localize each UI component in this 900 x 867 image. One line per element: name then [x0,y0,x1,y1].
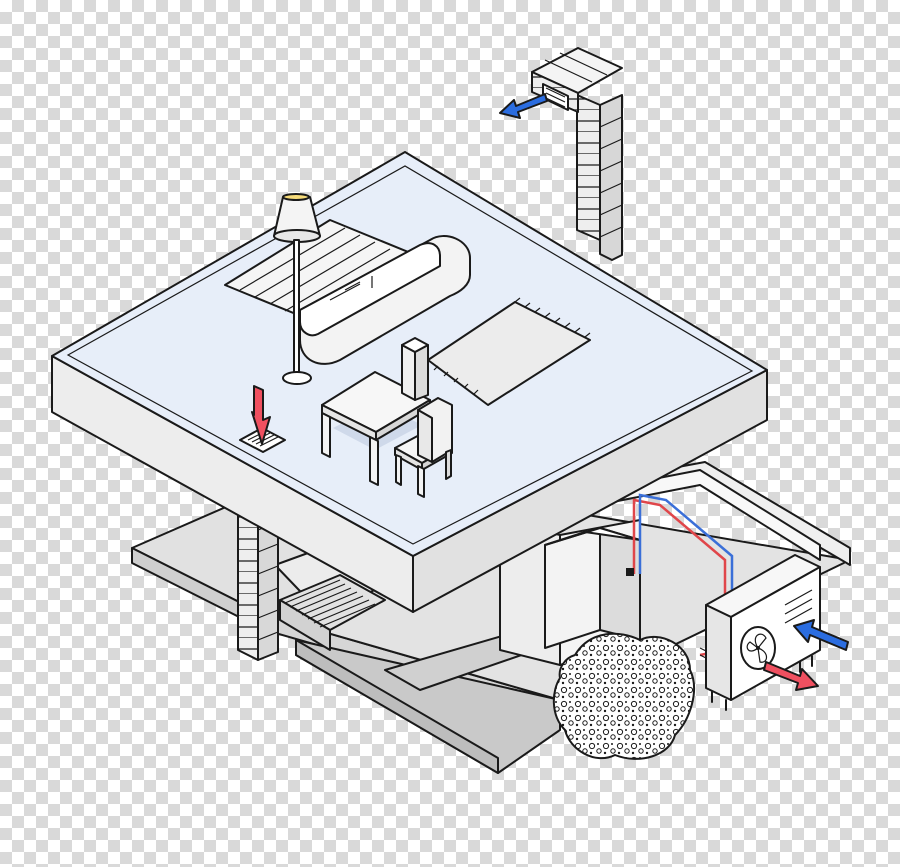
pipe-valve [626,568,634,576]
chair-front [394,397,453,498]
sofa [224,219,471,365]
shrub [552,632,695,760]
chair-back [401,337,429,401]
arrow-down-icon [251,385,271,445]
table [321,371,431,486]
exhaust-vent-icon [542,83,569,111]
floor-lamp [273,193,321,385]
ventilation-stack [499,47,623,261]
arrow-right-icon [763,661,819,691]
arrow-left-icon [499,93,548,119]
outdoor-heat-pump-unit [699,554,821,711]
rug [423,297,591,406]
fan-icon [740,626,776,670]
arrow-left-icon [793,619,849,651]
